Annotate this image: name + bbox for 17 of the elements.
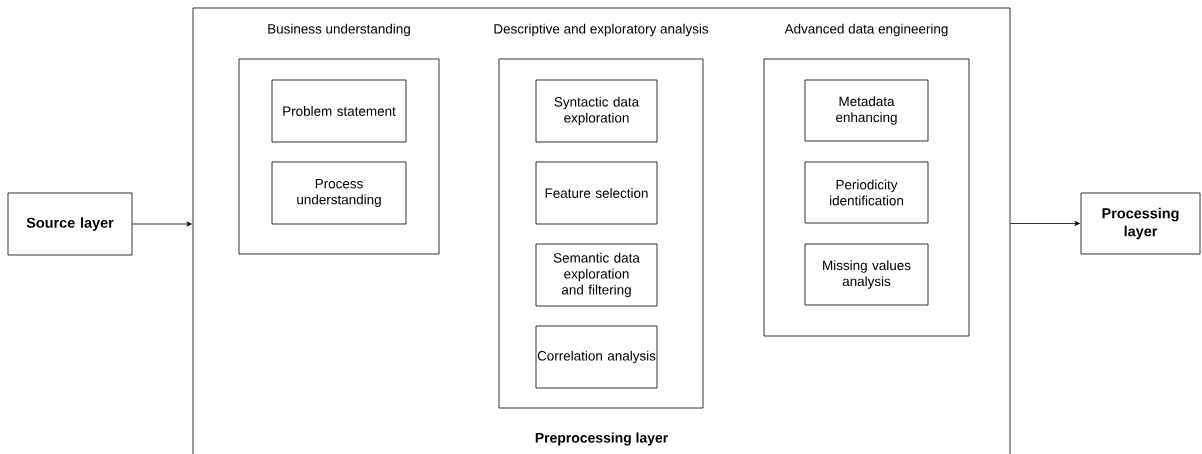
- arrow: [132, 221, 192, 227]
- step-box: Process understanding: [271, 161, 407, 225]
- layer-heading: Preprocessing layer: [535, 432, 668, 446]
- step-box: Correlation analysis: [535, 325, 658, 389]
- step-box: Missing values analysis: [804, 243, 929, 306]
- layer-box: Source layer: [7, 192, 133, 256]
- group-heading: Descriptive and exploratory analysis: [494, 23, 709, 37]
- step-box: Feature selection: [535, 161, 658, 225]
- step-box: Semantic data exploration and filtering: [535, 243, 658, 307]
- step-box: Problem statement: [271, 79, 407, 143]
- step-box: Syntactic data exploration: [535, 79, 658, 143]
- step-box: Metadata enhancing: [804, 79, 929, 142]
- group-heading: Business understanding: [268, 23, 410, 37]
- group-heading: Advanced data engineering: [784, 23, 948, 37]
- layer-box: Processing layer: [1080, 192, 1201, 255]
- step-box: Periodicity identification: [804, 161, 929, 224]
- arrow: [1010, 221, 1080, 226]
